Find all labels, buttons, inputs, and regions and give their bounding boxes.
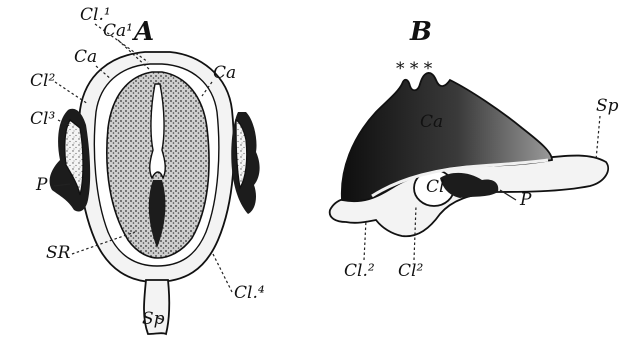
- label-a-sr: SR: [46, 243, 71, 263]
- label-a-cl2: Cl²: [30, 71, 55, 91]
- panel-a-drawing: [50, 52, 260, 334]
- label-a-ca1: Ca¹: [103, 21, 133, 41]
- label-b-sp: Sp: [596, 96, 619, 116]
- label-a-p: P: [35, 175, 48, 195]
- label-b-p: P: [519, 190, 532, 210]
- label-a-cl4: Cl.⁴: [234, 283, 265, 303]
- panel-b-drawing: [330, 73, 608, 236]
- label-a-ca-left: Ca: [74, 47, 97, 67]
- label-b-cl2b: Cl²: [398, 261, 423, 281]
- label-a-cl3: Cl³: [30, 109, 55, 129]
- glottis-slit: [150, 84, 165, 178]
- label-b-stars: * * *: [396, 59, 433, 79]
- label-b-ca: Ca: [420, 112, 443, 132]
- label-a-ca-right: Ca: [213, 63, 236, 83]
- panel-letter-b: B: [409, 17, 432, 47]
- panel-letter-a: A: [131, 17, 154, 47]
- label-b-cl: Cl: [426, 177, 444, 197]
- label-b-cl2a: Cl.²: [344, 261, 375, 281]
